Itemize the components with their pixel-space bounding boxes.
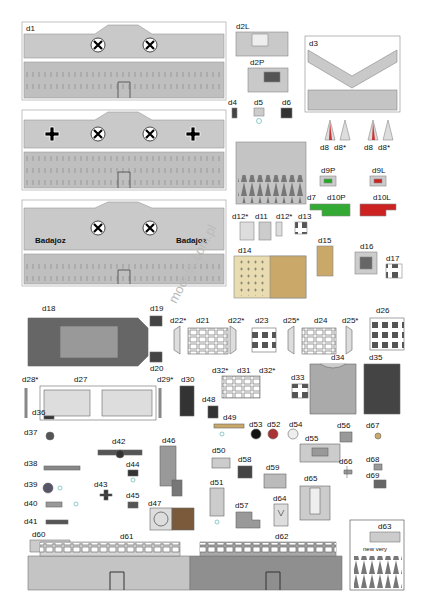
- part-number: d6: [282, 98, 291, 107]
- part-number: d8*: [378, 143, 390, 152]
- part-number: d8*: [334, 143, 346, 152]
- part-number: d18: [42, 304, 55, 313]
- part-number: d2P: [250, 58, 264, 67]
- part-number: d54: [289, 420, 302, 429]
- part-number: d39: [24, 480, 37, 489]
- part-number: d4: [228, 98, 237, 107]
- part-number: d11: [255, 212, 268, 221]
- part-number: d22*: [170, 316, 186, 325]
- part-number: d65: [304, 474, 317, 483]
- part-number: d43: [94, 480, 107, 489]
- part-number: d8: [320, 143, 329, 152]
- part-number: d51: [210, 478, 223, 487]
- part-number: d33: [291, 373, 304, 382]
- part-number: d25*: [283, 316, 299, 325]
- part-number: d9P: [321, 166, 335, 175]
- part-number: d69: [366, 471, 379, 480]
- part-number: d16: [360, 242, 373, 251]
- part-number: d47: [148, 499, 161, 508]
- part-number: d24: [314, 316, 327, 325]
- part-number: d57: [235, 501, 248, 510]
- part-number: d44: [126, 460, 139, 469]
- part-number: d10L: [373, 193, 391, 202]
- part-number: d40: [24, 499, 37, 508]
- marking-text: Badajoz: [35, 236, 66, 245]
- part-number: d67: [366, 421, 379, 430]
- part-number: d41: [24, 517, 37, 526]
- part-number: d62: [275, 532, 288, 541]
- part-number: d34: [331, 353, 344, 362]
- part-number: new very: [363, 546, 387, 553]
- part-number: d22*: [228, 316, 244, 325]
- part-number: d35: [369, 353, 382, 362]
- part-number: d21: [196, 316, 209, 325]
- part-number: d17: [386, 254, 399, 263]
- part-number: d52: [267, 420, 280, 429]
- part-number: d49: [223, 413, 236, 422]
- part-number: d25*: [342, 316, 358, 325]
- part-number: d45: [126, 491, 139, 500]
- part-number: d15: [318, 236, 331, 245]
- part-number: d29*: [157, 375, 173, 384]
- part-number: d37: [24, 428, 37, 437]
- part-number: d31: [237, 366, 250, 375]
- part-number: d1: [26, 24, 35, 33]
- part-number: d3: [309, 39, 318, 48]
- part-number: d14: [238, 246, 251, 255]
- part-number: d55: [305, 434, 318, 443]
- part-number: d20: [150, 364, 163, 373]
- part-number: d19: [150, 304, 163, 313]
- part-number: d63: [378, 522, 391, 531]
- part-number: d53: [249, 420, 262, 429]
- part-number: d10P: [327, 193, 346, 202]
- part-number: d60: [32, 530, 45, 539]
- part-number: d48: [202, 395, 215, 404]
- part-number: d8: [364, 143, 373, 152]
- part-number: d38: [24, 459, 37, 468]
- part-number: d7: [307, 193, 316, 202]
- part-number: d27: [74, 375, 87, 384]
- part-number: d26: [376, 306, 389, 315]
- part-number: d2L: [236, 22, 249, 31]
- part-number: d42: [112, 437, 125, 446]
- part-number: d5: [254, 98, 263, 107]
- part-number: d61: [120, 532, 133, 541]
- part-number: d36: [32, 408, 45, 417]
- part-number: d9L: [372, 166, 385, 175]
- part-number: d13: [298, 212, 311, 221]
- part-number: d68: [366, 455, 379, 464]
- part-number: d28*: [22, 375, 38, 384]
- part-number: d12*: [276, 212, 292, 221]
- part-number: d30: [181, 375, 194, 384]
- part-number: d58: [238, 455, 251, 464]
- part-number: d32*: [212, 366, 228, 375]
- part-number: d64: [273, 494, 286, 503]
- part-number: d12*: [232, 212, 248, 221]
- part-number: d46: [162, 436, 175, 445]
- part-number: d50: [212, 446, 225, 455]
- part-number: d59: [266, 463, 279, 472]
- part-number: d56: [337, 421, 350, 430]
- part-number: d23: [255, 316, 268, 325]
- part-number: d32*: [259, 366, 275, 375]
- part-number: d66: [339, 457, 352, 466]
